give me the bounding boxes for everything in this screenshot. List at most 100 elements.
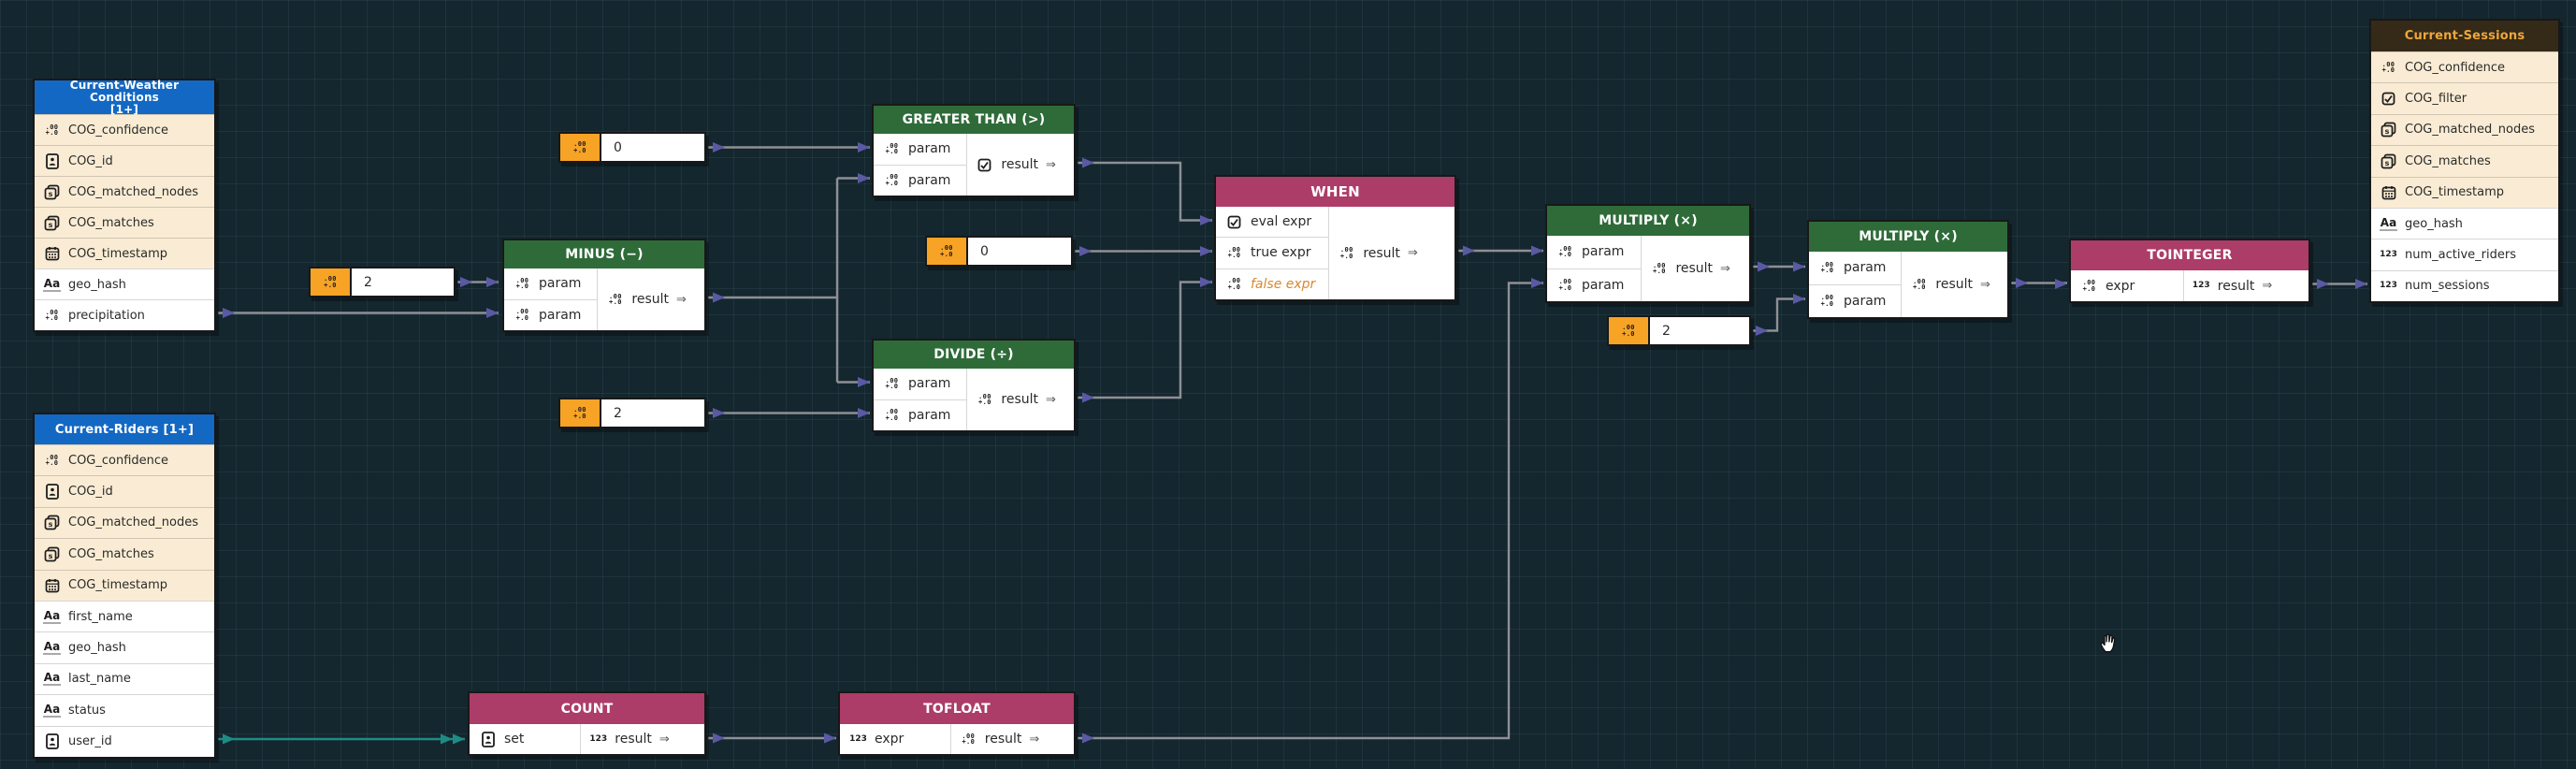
constant-value[interactable]: 2	[601, 399, 704, 427]
node-tofloat[interactable]: TOFLOAT 123 expr .00+.0 result ⇒	[838, 691, 1076, 756]
integer-icon: 123	[2192, 281, 2210, 290]
node-divide[interactable]: DIVIDE (÷) .00+.0 param .00+.0 param .00…	[872, 339, 1076, 432]
output-port-result[interactable]: result ⇒	[966, 134, 1074, 196]
node-header[interactable]: TOINTEGER	[2071, 240, 2308, 270]
port-label: param	[908, 141, 951, 157]
output-port-result[interactable]: .00+.0 result ⇒	[1641, 236, 1749, 301]
node-header[interactable]: Current-Sessions	[2371, 21, 2558, 51]
field-row[interactable]: s COG_matched_nodes	[35, 506, 214, 539]
input-port-param1[interactable]: .00+.0 param	[1809, 252, 1901, 284]
port-label: result	[631, 292, 670, 307]
float-icon: .00+.0	[45, 308, 59, 322]
field-row[interactable]: COG_timestamp	[35, 238, 214, 268]
field-row[interactable]: .00+.0 COG_confidence	[35, 114, 214, 145]
input-port-param2[interactable]: .00+.0 param	[874, 164, 967, 196]
input-port-param2[interactable]: .00+.0 param	[504, 298, 598, 331]
field-row[interactable]: .00+.0 precipitation	[35, 299, 214, 330]
field-row[interactable]: COG_filter	[2371, 82, 2558, 114]
field-row[interactable]: COG_id	[35, 475, 214, 507]
constant-node-two-right[interactable]: .00+.0 2	[1607, 315, 1751, 346]
field-row[interactable]: user_id	[35, 725, 214, 757]
float-icon: .00+.0	[885, 376, 899, 391]
field-row[interactable]: Aa geo_hash	[35, 268, 214, 299]
constant-node-two-left[interactable]: .00+.0 2	[309, 267, 456, 297]
field-row[interactable]: s COG_matched_nodes	[2371, 113, 2558, 146]
string-list-icon: s	[43, 515, 61, 530]
node-current-weather-conditions[interactable]: Current-Weather Conditions [1+] .00+.0 C…	[33, 79, 216, 332]
field-row[interactable]: Aa last_name	[35, 662, 214, 695]
field-row[interactable]: s COG_matches	[35, 207, 214, 238]
node-header[interactable]: WHEN	[1216, 177, 1454, 207]
field-row[interactable]: COG_timestamp	[2371, 176, 2558, 208]
node-header[interactable]: COUNT	[470, 693, 704, 724]
node-header[interactable]: Current-Riders [1+]	[35, 414, 214, 444]
input-port-param1[interactable]: .00+.0 param	[874, 369, 966, 399]
input-port-expr[interactable]: 123 expr	[840, 724, 950, 754]
output-port-result[interactable]: .00+.0 result ⇒	[1901, 252, 2007, 317]
constant-node-two-bottom[interactable]: .00+.0 2	[558, 398, 706, 428]
constant-node-zero-top[interactable]: .00+.0 0	[558, 132, 706, 163]
calendar-icon	[2380, 185, 2397, 200]
output-port-result[interactable]: 123 result ⇒	[2182, 270, 2308, 301]
field-row[interactable]: Aa geo_hash	[2371, 207, 2558, 239]
input-port-param2[interactable]: .00+.0 param	[874, 399, 967, 431]
output-port-result[interactable]: .00+.0 result ⇒	[1328, 207, 1454, 299]
constant-value[interactable]: 2	[1650, 317, 1749, 344]
output-port-result[interactable]: .00+.0 result ⇒	[597, 268, 704, 330]
node-header[interactable]: MULTIPLY (×)	[1809, 222, 2007, 252]
input-port-param2[interactable]: .00+.0 param	[1809, 283, 1902, 318]
float-icon: .00+.0	[1653, 261, 1666, 275]
constant-value[interactable]: 2	[352, 268, 454, 296]
node-current-riders[interactable]: Current-Riders [1+] .00+.0 COG_confidenc…	[33, 413, 216, 759]
node-header[interactable]: DIVIDE (÷)	[874, 341, 1074, 369]
constant-value[interactable]: 0	[968, 238, 1071, 265]
node-minus[interactable]: MINUS (−) .00+.0 param .00+.0 param .00+…	[502, 239, 706, 332]
field-row[interactable]: .00+.0 COG_confidence	[2371, 51, 2558, 83]
node-multiply-2[interactable]: MULTIPLY (×) .00+.0 param .00+.0 param .…	[1807, 220, 2009, 319]
field-row[interactable]: Aa first_name	[35, 600, 214, 632]
field-row[interactable]: Aa geo_hash	[35, 631, 214, 663]
input-port-true-expr[interactable]: .00+.0 true expr	[1216, 237, 1329, 268]
node-header[interactable]: Current-Weather Conditions [1+]	[35, 79, 214, 115]
field-row[interactable]: 123 num_active_riders	[2371, 239, 2558, 270]
field-row[interactable]: s COG_matches	[35, 538, 214, 570]
field-label: COG_matches	[2405, 153, 2491, 168]
input-port-param1[interactable]: .00+.0 param	[874, 134, 966, 165]
field-row[interactable]: 123 num_sessions	[2371, 269, 2558, 302]
input-port-eval-expr[interactable]: eval expr	[1216, 207, 1328, 237]
checkbox-icon	[2380, 92, 2397, 106]
output-port-result[interactable]: .00+.0 result ⇒	[949, 724, 1074, 754]
node-when[interactable]: WHEN eval expr .00+.0 true expr .00+.0 f…	[1214, 175, 1456, 301]
float-icon: .00+.0	[1820, 294, 1834, 308]
output-port-result[interactable]: .00+.0 result ⇒	[966, 369, 1074, 430]
input-port-set[interactable]: set	[470, 724, 580, 754]
node-count[interactable]: COUNT set 123 result ⇒	[468, 691, 706, 756]
node-current-sessions[interactable]: Current-Sessions .00+.0 COG_confidence C…	[2369, 19, 2560, 304]
field-row[interactable]: .00+.0 COG_confidence	[35, 444, 214, 476]
input-port-param1[interactable]: .00+.0 param	[504, 268, 597, 299]
node-multiply-1[interactable]: MULTIPLY (×) .00+.0 param .00+.0 param .…	[1545, 204, 1751, 303]
output-port-result[interactable]: 123 result ⇒	[580, 724, 704, 754]
node-header[interactable]: TOFLOAT	[840, 693, 1074, 724]
field-row[interactable]: COG_timestamp	[35, 569, 214, 601]
field-label: first_name	[68, 609, 133, 624]
string-list-icon: s	[2380, 122, 2397, 138]
node-header[interactable]: GREATER THAN (>)	[874, 106, 1074, 134]
node-greater-than[interactable]: GREATER THAN (>) .00+.0 param .00+.0 par…	[872, 104, 1076, 197]
node-header[interactable]: MULTIPLY (×)	[1547, 206, 1749, 236]
input-port-expr[interactable]: .00+.0 expr	[2071, 270, 2183, 301]
field-row[interactable]: Aa status	[35, 694, 214, 726]
input-port-param2[interactable]: .00+.0 param	[1547, 268, 1642, 302]
node-tointeger[interactable]: TOINTEGER .00+.0 expr 123 result ⇒	[2069, 239, 2310, 303]
calendar-icon	[43, 578, 61, 593]
field-row[interactable]: s COG_matched_nodes	[35, 176, 214, 207]
field-row[interactable]: COG_id	[35, 145, 214, 176]
input-port-param1[interactable]: .00+.0 param	[1547, 236, 1641, 268]
field-row[interactable]: s COG_matches	[2371, 145, 2558, 177]
constant-value[interactable]: 0	[601, 134, 704, 161]
input-port-false-expr[interactable]: .00+.0 false expr	[1216, 268, 1329, 299]
constant-node-zero-mid[interactable]: .00+.0 0	[925, 236, 1073, 267]
node-header[interactable]: MINUS (−)	[504, 240, 704, 268]
node-title: Current-Riders [1+]	[54, 422, 195, 437]
